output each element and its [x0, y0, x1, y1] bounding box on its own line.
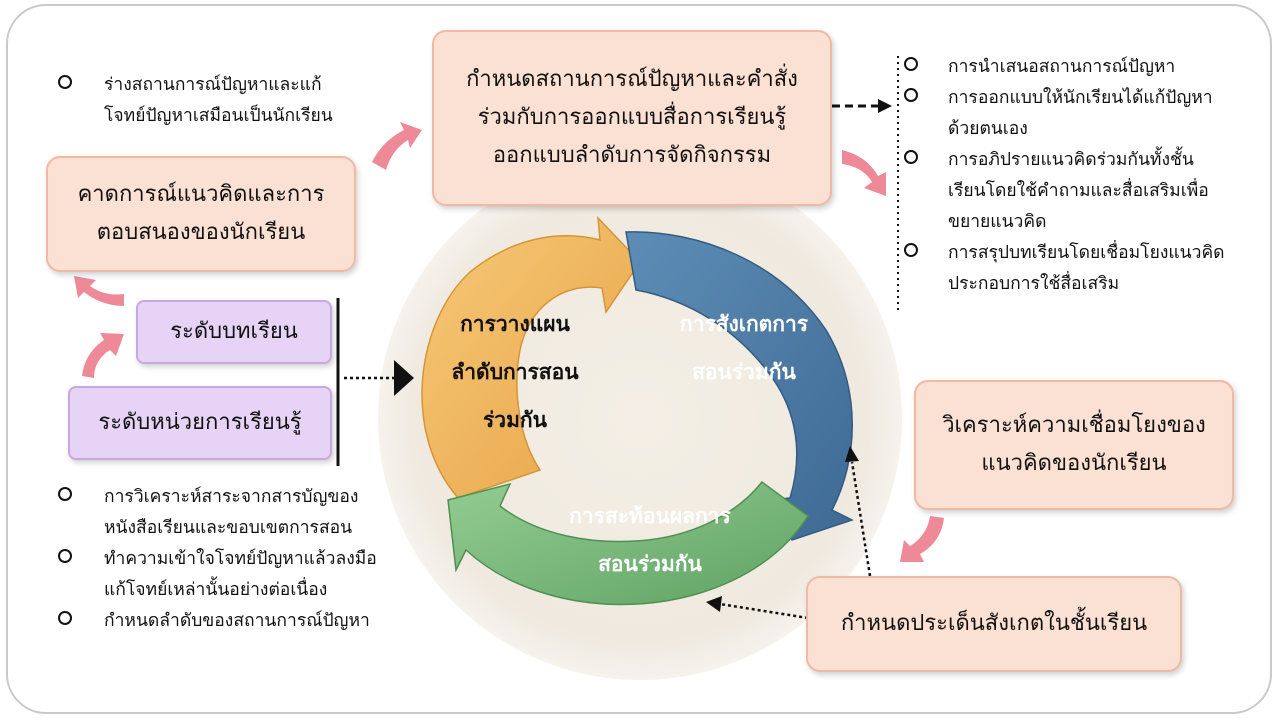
list-item-text: ประกอบการใช้สื่อเสริม — [948, 274, 1120, 294]
planning-segment — [421, 215, 641, 499]
circle-bullet-icon — [904, 88, 918, 102]
analyze-line2: แนวคิดของนักเรียน — [981, 451, 1167, 476]
circle-bullet-icon — [904, 243, 918, 257]
list-item: การสรุปบทเรียนโดยเชื่อมโยงแนวคิด ประกอบก… — [902, 238, 1262, 300]
list-item: การวิเคราะห์สาระจากสารบัญของ หนังสือเรีย… — [56, 482, 396, 544]
circle-bullet-icon — [58, 611, 72, 625]
pink-arrow-3 — [900, 516, 944, 562]
list-item: การออกแบบให้นักเรียนได้แก้ปัญหา ด้วยตนเอ… — [902, 83, 1262, 145]
pink-arrow-1 — [372, 122, 422, 170]
list-item-text: ขยายแนวคิด — [948, 212, 1047, 232]
observe-points-label: กำหนดประเด็นสังเกตในชั้นเรียน — [840, 611, 1148, 636]
dotted-arrow-up — [850, 461, 872, 577]
circle-bullet-icon — [58, 75, 72, 89]
unit-level-box: ระดับหน่วยการเรียนรู้ — [68, 386, 332, 460]
arrow-head-left — [394, 360, 414, 396]
design-problem-line3: ออกแบบลำดับการจัดกิจกรรม — [492, 143, 772, 168]
lesson-level-label: ระดับบทเรียน — [170, 319, 298, 344]
list-item-text: เรียนโดยใช้คำถามและสื่อเสริมเพื่อ — [948, 181, 1209, 201]
observing-label-line1: การสังเกตการ — [679, 312, 809, 336]
observing-label: การสังเกตการ สอนร่วมกัน — [664, 300, 824, 396]
unit-level-label: ระดับหน่วยการเรียนรู้ — [98, 410, 302, 435]
bottom-left-list: การวิเคราะห์สาระจากสารบัญของ หนังสือเรีย… — [56, 482, 396, 637]
analyze-box: วิเคราะห์ความเชื่อมโยงของ แนวคิดของนักเร… — [914, 380, 1234, 510]
planning-label: การวางแผน ลำดับการสอน ร่วมกัน — [440, 300, 590, 444]
dotted-arrow-bottom — [719, 602, 809, 620]
list-item-text: การอภิปรายแนวคิดร่วมกันทั้งชั้น — [948, 150, 1194, 170]
pink-arrow-5 — [82, 333, 124, 378]
list-item-text: แก้โจทย์เหล่านั้นอย่างต่อเนื่อง — [104, 580, 328, 600]
predict-line2: ตอบสนองของนักเรียน — [96, 220, 306, 245]
circle-bullet-icon — [904, 150, 918, 164]
list-item: การอภิปรายแนวคิดร่วมกันทั้งชั้น เรียนโดย… — [902, 145, 1262, 238]
reflecting-label-line2: สอนร่วมกัน — [598, 552, 702, 576]
list-item-text: การสรุปบทเรียนโดยเชื่อมโยงแนวคิด — [948, 243, 1225, 263]
lesson-level-box: ระดับบทเรียน — [136, 300, 332, 364]
list-item-text: โจทย์ปัญหาเสมือนเป็นนักเรียน — [104, 106, 333, 126]
list-item: ร่างสถานการณ์ปัญหาและแก้ โจทย์ปัญหาเสมือ… — [56, 70, 376, 132]
reflecting-label-line1: การสะท้อนผลการ — [569, 504, 731, 528]
predict-box: คาดการณ์แนวคิดและการ ตอบสนองของนักเรียน — [46, 156, 356, 272]
top-left-list: ร่างสถานการณ์ปัญหาและแก้ โจทย์ปัญหาเสมือ… — [56, 70, 376, 132]
planning-label-line3: ร่วมกัน — [483, 408, 547, 432]
circle-bullet-icon — [904, 57, 918, 71]
list-item-text: การวิเคราะห์สาระจากสารบัญของ — [104, 487, 359, 507]
reflecting-label: การสะท้อนผลการ สอนร่วมกัน — [560, 492, 740, 588]
arrow-head-bottom — [706, 596, 722, 612]
list-item-text: ร่างสถานการณ์ปัญหาและแก้ — [104, 75, 322, 95]
observe-points-box: กำหนดประเด็นสังเกตในชั้นเรียน — [806, 576, 1182, 672]
analyze-line1: วิเคราะห์ความเชื่อมโยงของ — [942, 413, 1206, 438]
list-item-text: ด้วยตนเอง — [948, 119, 1028, 139]
list-item: ทำความเข้าใจโจทย์ปัญหาแล้วลงมือ แก้โจทย์… — [56, 544, 396, 606]
predict-line1: คาดการณ์แนวคิดและการ — [77, 182, 325, 207]
list-item: การนำเสนอสถานการณ์ปัญหา — [902, 52, 1262, 83]
list-item-text: หนังสือเรียนและขอบเขตการสอน — [104, 518, 353, 538]
arrow-head-top — [878, 99, 892, 113]
list-item-text: การนำเสนอสถานการณ์ปัญหา — [948, 57, 1176, 77]
circle-bullet-icon — [58, 487, 72, 501]
pink-arrow-2 — [842, 150, 886, 196]
observing-label-line2: สอนร่วมกัน — [692, 360, 796, 384]
observing-segment — [625, 231, 854, 541]
list-item-text: การออกแบบให้นักเรียนได้แก้ปัญหา — [948, 88, 1213, 108]
design-problem-box: กำหนดสถานการณ์ปัญหาและคำสั่ง ร่วมกับการอ… — [432, 30, 832, 206]
design-problem-line2: ร่วมกับการออกแบบสื่อการเรียนรู้ — [477, 105, 787, 130]
list-item-text: กำหนดลำดับของสถานการณ์ปัญหา — [104, 611, 370, 631]
list-item: กำหนดลำดับของสถานการณ์ปัญหา — [56, 606, 396, 637]
list-item-text: ทำความเข้าใจโจทย์ปัญหาแล้วลงมือ — [104, 549, 377, 569]
arrow-head-up — [845, 446, 859, 462]
pink-arrow-4 — [74, 276, 124, 306]
planning-label-line1: การวางแผน — [460, 312, 570, 336]
reflecting-segment — [447, 480, 810, 606]
right-list: การนำเสนอสถานการณ์ปัญหา การออกแบบให้นักเ… — [902, 52, 1262, 300]
circle-bullet-icon — [58, 549, 72, 563]
planning-label-line2: ลำดับการสอน — [451, 360, 579, 384]
design-problem-line1: กำหนดสถานการณ์ปัญหาและคำสั่ง — [466, 67, 798, 92]
